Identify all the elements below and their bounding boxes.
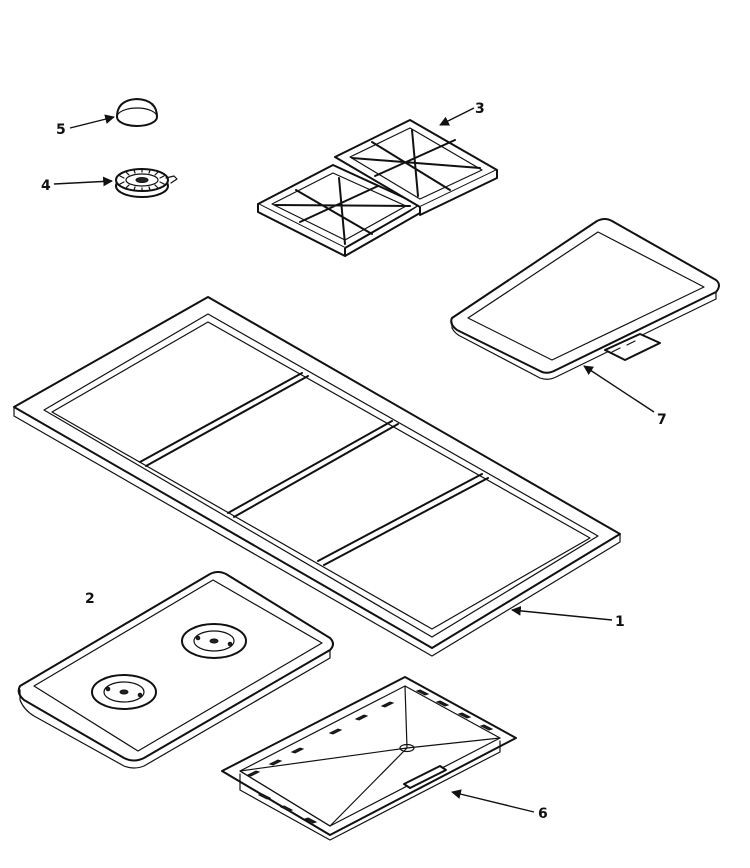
callout-label-5: 5 (56, 122, 66, 138)
burner-pan-part (17, 571, 334, 769)
drip-tray-part (221, 676, 517, 841)
callout-label-7: 7 (657, 412, 667, 428)
burner-cap-part (116, 98, 158, 127)
callout-leaders (53, 107, 655, 813)
callout-label-2: 2 (85, 591, 95, 607)
burner-head-part (115, 168, 178, 198)
callout-label-4: 4 (41, 178, 51, 194)
griddle-cover-part (450, 218, 720, 380)
cooktop-frame-part (13, 296, 621, 657)
callout-label-6: 6 (538, 806, 548, 822)
callout-label-3: 3 (475, 101, 485, 117)
callout-label-1: 1 (615, 614, 625, 630)
burner-grates-part (257, 119, 498, 257)
